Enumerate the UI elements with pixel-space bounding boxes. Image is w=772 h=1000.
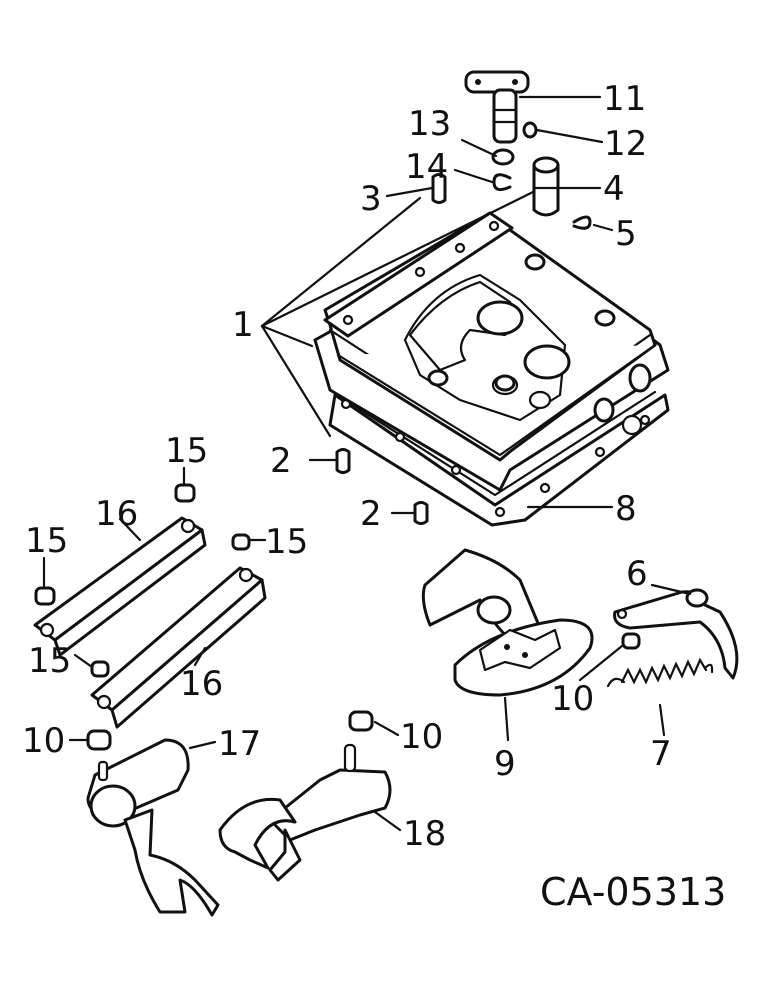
callout-17: 17 <box>218 724 261 764</box>
clip-part-5 <box>572 215 592 230</box>
callout-10-middle: 10 <box>400 717 443 757</box>
callout-4: 4 <box>603 169 625 209</box>
plug-part-15c <box>231 533 251 551</box>
callout-7: 7 <box>650 734 672 774</box>
callout-10-right: 10 <box>551 679 594 719</box>
callout-11: 11 <box>603 79 646 119</box>
callout-1: 1 <box>232 305 254 345</box>
plug-part-15b <box>34 586 56 606</box>
washer-part-13 <box>491 148 515 166</box>
callout-3: 3 <box>360 179 382 219</box>
callout-16-upper: 16 <box>95 494 138 534</box>
shift-fork-part-18 <box>218 743 392 882</box>
lever-part-6 <box>613 588 739 680</box>
plug-part-10b <box>348 710 374 732</box>
callout-6: 6 <box>626 554 648 594</box>
callout-14: 14 <box>405 147 448 187</box>
callout-labels: 1 2 2 3 4 5 6 7 8 9 10 10 10 11 12 13 14… <box>22 79 726 914</box>
shifter-cover-part-1 <box>313 211 670 492</box>
callout-13: 13 <box>408 104 451 144</box>
callout-9: 9 <box>494 744 516 784</box>
plug-part-10c <box>621 632 641 650</box>
leader-lines <box>42 95 692 832</box>
callout-2-upper: 2 <box>270 441 292 481</box>
dowel-part-2a <box>335 448 351 474</box>
callout-2-lower: 2 <box>360 494 382 534</box>
callout-12: 12 <box>604 124 647 164</box>
dowel-part-3 <box>431 173 447 204</box>
callout-10-left: 10 <box>22 721 65 761</box>
callout-15-lower: 15 <box>28 641 71 681</box>
plug-part-15d <box>90 660 110 678</box>
plug-part-15a <box>174 483 196 503</box>
callout-18: 18 <box>403 814 446 854</box>
callout-16-lower: 16 <box>180 664 223 704</box>
callout-15-left: 15 <box>25 521 68 561</box>
shaft-part-11 <box>464 70 530 144</box>
clip-part-14 <box>492 173 512 192</box>
figure-id: CA-05313 <box>540 870 726 914</box>
spring-part-7 <box>606 657 714 688</box>
dowel-part-2b <box>413 501 429 525</box>
callout-5: 5 <box>615 214 637 254</box>
shift-fork-part-17 <box>86 738 220 917</box>
callout-15-top: 15 <box>165 431 208 471</box>
callout-15-right: 15 <box>265 522 308 562</box>
sleeve-part-4 <box>532 156 560 217</box>
pin-part-12 <box>522 121 538 139</box>
shifter-rail-part-16b <box>90 566 267 729</box>
callout-8: 8 <box>615 489 637 529</box>
shifter-rail-part-16a <box>33 516 207 657</box>
selector-gate-part-9 <box>421 548 594 697</box>
plug-part-10a <box>86 729 112 751</box>
